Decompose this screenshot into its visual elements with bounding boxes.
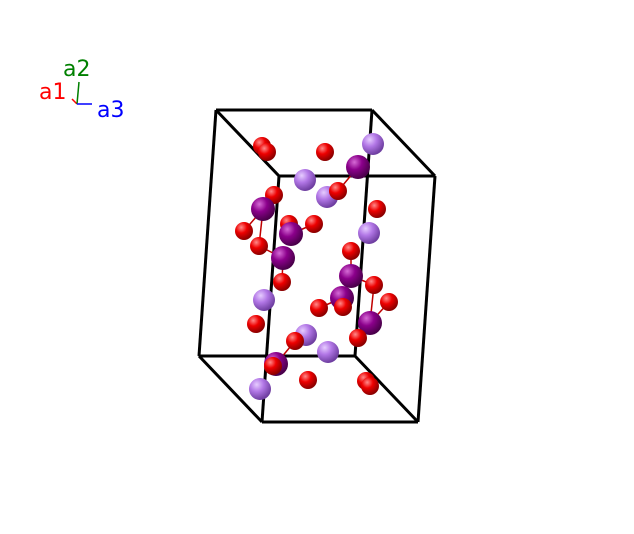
- oxygen-atom: [310, 299, 328, 317]
- oxygen-atom: [329, 182, 347, 200]
- a2-axis-line: [76, 81, 80, 105]
- oxygen-atom: [250, 237, 268, 255]
- light-purple-atom: [249, 378, 271, 400]
- oxygen-atom: [380, 293, 398, 311]
- dark-purple-atom: [358, 311, 382, 335]
- oxygen-atom: [264, 357, 282, 375]
- oxygen-atom: [349, 329, 367, 347]
- dark-purple-atom: [279, 222, 303, 246]
- unit-cell: [197, 108, 437, 424]
- oxygen-atom: [247, 315, 265, 333]
- oxygen-atom: [273, 273, 291, 291]
- oxygen-atom: [305, 215, 323, 233]
- dark-purple-atom: [339, 264, 363, 288]
- a1-axis-label: a1: [39, 80, 66, 105]
- a3-axis-label: a3: [97, 98, 124, 123]
- light-purple-atom: [294, 169, 316, 191]
- oxygen-atom: [286, 332, 304, 350]
- oxygen-atom: [361, 377, 379, 395]
- a2-axis-label: a2: [63, 57, 90, 82]
- oxygen-atom: [235, 222, 253, 240]
- cell-edge: [370, 108, 437, 178]
- oxygen-atom: [299, 371, 317, 389]
- oxygen-atom: [258, 143, 276, 161]
- cell-edge: [214, 108, 281, 178]
- dark-purple-atom: [251, 197, 275, 221]
- cell-edge: [197, 354, 264, 424]
- cell-edge: [353, 354, 420, 424]
- light-purple-atom: [358, 222, 380, 244]
- a1-axis-line: [71, 98, 78, 105]
- oxygen-atom: [316, 143, 334, 161]
- atoms: [235, 133, 398, 400]
- oxygen-atom: [334, 298, 352, 316]
- light-purple-atom: [317, 341, 339, 363]
- oxygen-atom: [342, 242, 360, 260]
- dark-purple-atom: [346, 155, 370, 179]
- oxygen-atom: [368, 200, 386, 218]
- cell-edge: [197, 109, 218, 357]
- light-purple-atom: [362, 133, 384, 155]
- axis-indicator: a1 a2 a3: [39, 57, 124, 123]
- light-purple-atom: [253, 289, 275, 311]
- dark-purple-atom: [271, 246, 295, 270]
- cell-edge: [416, 175, 437, 423]
- oxygen-atom: [365, 276, 383, 294]
